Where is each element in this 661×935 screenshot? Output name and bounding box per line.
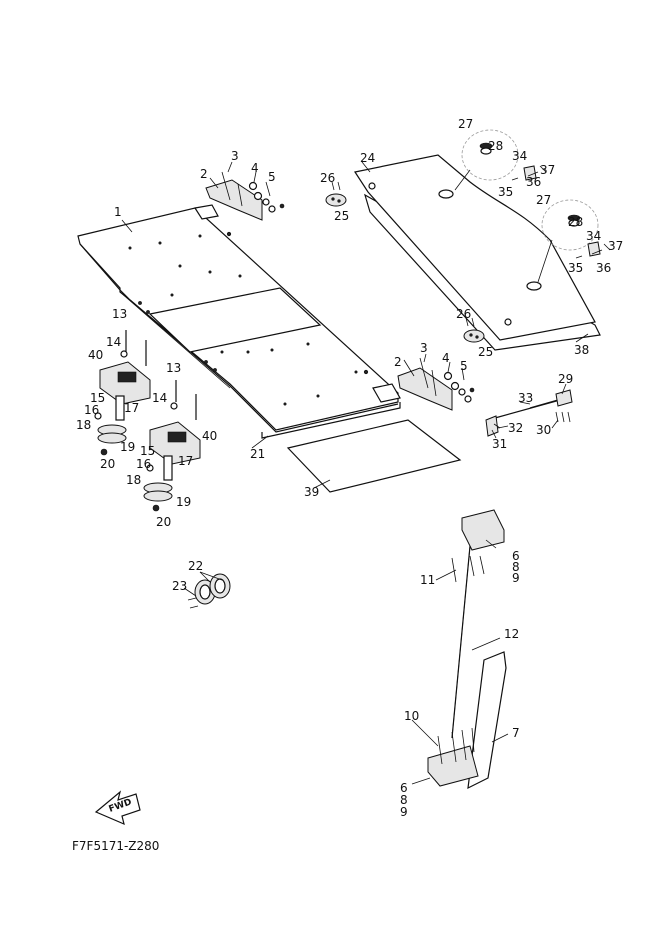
callout-14-lower: 14 — [152, 391, 167, 405]
callout-12: 12 — [504, 627, 519, 641]
callout-33: 33 — [518, 391, 533, 405]
hinge-lower — [463, 317, 485, 343]
callout-18-upper: 18 — [76, 418, 91, 432]
callout-labels: 1 2 3 4 5 2 3 4 5 6 8 9 6 8 9 7 10 11 12… — [76, 117, 623, 819]
callout-28-lower: 28 — [568, 215, 583, 229]
callout-26-lower: 26 — [456, 307, 471, 321]
callout-8-bottom: 8 — [400, 793, 408, 807]
callout-10: 10 — [404, 709, 419, 723]
callout-31: 31 — [492, 437, 507, 451]
callout-14-upper: 14 — [106, 335, 121, 349]
callout-6-bottom: 6 — [400, 781, 408, 795]
callout-9-bottom: 9 — [400, 805, 408, 819]
callout-25-upper: 25 — [334, 209, 349, 223]
latch-detail-upper — [454, 129, 519, 191]
callout-2: 2 — [200, 167, 208, 181]
forward-direction-arrow: FWD — [94, 790, 141, 826]
callout-24: 24 — [360, 151, 375, 165]
latch-hardware-lower — [575, 241, 611, 259]
callout-20-lower: 20 — [156, 515, 171, 529]
callout-27-upper: 27 — [458, 117, 473, 131]
callout-17-upper: 17 — [124, 401, 139, 415]
callout-40-upper: 40 — [88, 348, 103, 362]
callout-8-top: 8 — [512, 560, 520, 574]
mount-upper — [94, 330, 151, 456]
callout-27-lower: 27 — [536, 193, 551, 207]
callout-36-upper: 36 — [526, 175, 541, 189]
callout-13-lower: 13 — [166, 361, 181, 375]
callout-35-upper: 35 — [498, 185, 513, 199]
callout-37-lower: 37 — [608, 239, 623, 253]
callout-29: 29 — [558, 372, 573, 386]
callout-18-lower: 18 — [126, 473, 141, 487]
floor-mat — [261, 402, 401, 439]
callout-3: 3 — [231, 149, 239, 163]
callout-23: 23 — [172, 579, 187, 593]
callout-39: 39 — [304, 485, 319, 499]
callout-37-upper: 37 — [540, 163, 555, 177]
callout-15-upper: 15 — [90, 391, 105, 405]
callout-38: 38 — [574, 343, 589, 357]
callout-5: 5 — [268, 170, 276, 184]
latch-detail-lower — [537, 199, 599, 283]
callout-11: 11 — [420, 573, 435, 587]
callout-15-lower: 15 — [140, 444, 155, 458]
gas-strut — [485, 389, 573, 437]
lid-panels — [354, 154, 601, 351]
callout-32: 32 — [508, 421, 523, 435]
callout-2-lower: 2 — [394, 355, 402, 369]
leader-lines — [121, 161, 589, 785]
callout-6-top: 6 — [512, 549, 520, 563]
mount-lower — [143, 380, 201, 512]
upper-hinge-bracket — [205, 171, 285, 221]
callout-21: 21 — [250, 447, 265, 461]
callout-19-lower: 19 — [176, 495, 191, 509]
support-stand — [427, 509, 507, 790]
callout-1: 1 — [114, 205, 122, 219]
callout-7: 7 — [512, 726, 520, 740]
callout-4-lower: 4 — [442, 351, 450, 365]
callout-17-lower: 17 — [178, 454, 193, 468]
callout-20-upper: 20 — [100, 457, 115, 471]
callout-16-upper: 16 — [84, 403, 99, 417]
callout-40-lower: 40 — [202, 429, 217, 443]
hinge-upper — [325, 181, 347, 207]
callout-9-top: 9 — [512, 571, 520, 585]
callout-5-lower: 5 — [460, 359, 468, 373]
callout-34-upper: 34 — [512, 149, 527, 163]
callout-19-upper: 19 — [120, 440, 135, 454]
floor-cover — [286, 419, 462, 493]
callout-25-lower: 25 — [478, 345, 493, 359]
callout-36-lower: 36 — [596, 261, 611, 275]
diagram-code: F7F5171-Z280 — [72, 839, 159, 853]
cable-clips — [187, 573, 231, 609]
lower-hinge-bracket — [397, 357, 475, 411]
callout-35-lower: 35 — [568, 261, 583, 275]
latch-hardware-upper — [511, 165, 547, 181]
callout-28-upper: 28 — [488, 139, 503, 153]
floor-panel — [77, 204, 401, 433]
callout-22: 22 — [188, 559, 203, 573]
callout-4: 4 — [251, 161, 259, 175]
callout-3-lower: 3 — [420, 341, 428, 355]
callout-16-lower: 16 — [136, 457, 151, 471]
callout-34-lower: 34 — [586, 229, 601, 243]
callout-30: 30 — [536, 423, 551, 437]
callout-26-upper: 26 — [320, 171, 335, 185]
callout-13-upper: 13 — [112, 307, 127, 321]
